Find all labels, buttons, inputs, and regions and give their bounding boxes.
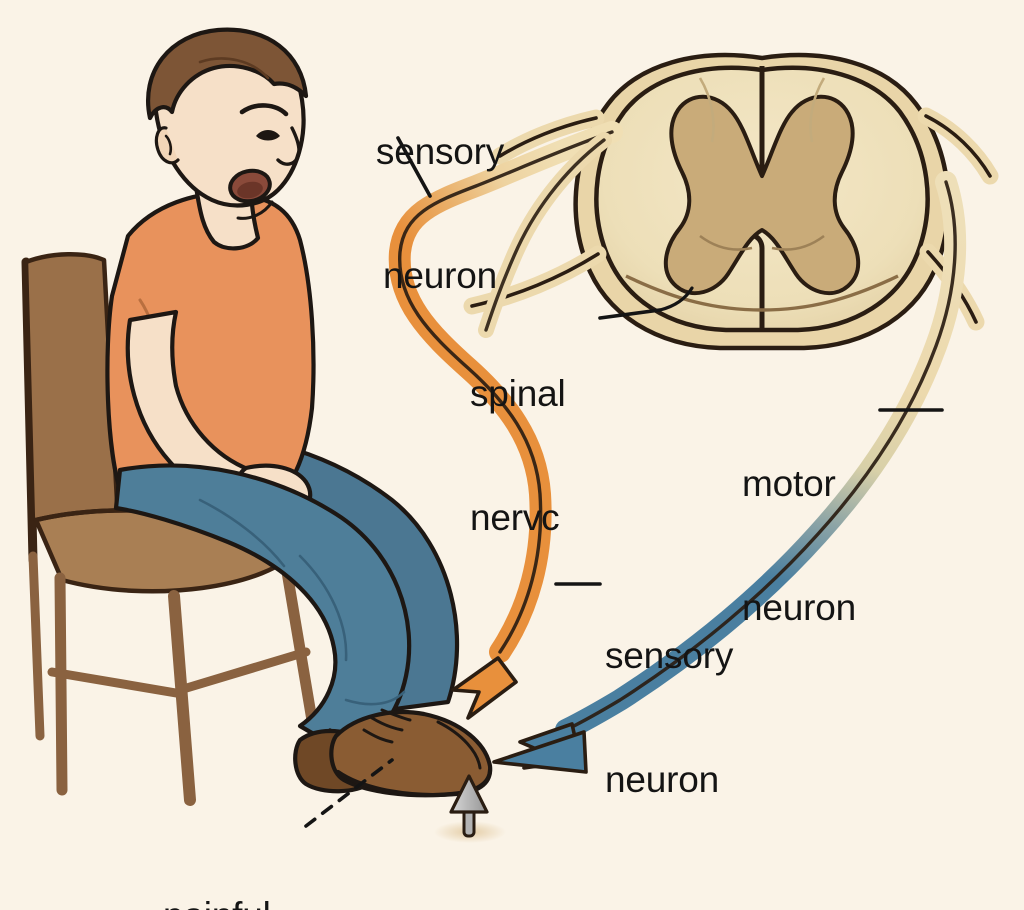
label-motor-neuron: motor neuron bbox=[742, 380, 952, 712]
label-sensory-neuron-lower-line2: neuron bbox=[605, 759, 720, 801]
label-painful-stimulus-line1: painful bbox=[163, 895, 403, 910]
leader-painful-stimulus bbox=[304, 758, 394, 828]
label-sensory-neuron-lower: sensory neuron bbox=[605, 552, 825, 884]
label-painful-stimulus: painful stimulus bbox=[163, 812, 403, 910]
sensory-arrowhead bbox=[451, 656, 518, 720]
eye bbox=[256, 130, 280, 141]
hair bbox=[146, 27, 309, 121]
sensory-neuron-pathway bbox=[388, 121, 623, 720]
eyebrow bbox=[239, 103, 289, 117]
label-sensory-neuron-top-line2: neuron bbox=[382, 255, 497, 297]
label-motor-neuron-line2: neuron bbox=[742, 587, 857, 629]
nose bbox=[276, 126, 301, 166]
spinal-nerve-branch bbox=[478, 132, 612, 338]
label-sensory-neuron-lower-line1: sensory bbox=[605, 634, 734, 676]
leader-spinal-nerve bbox=[598, 308, 662, 320]
ventral-band bbox=[625, 274, 899, 312]
chair bbox=[21, 252, 324, 806]
tack-head bbox=[449, 774, 489, 814]
spinal-cord-cross-section bbox=[573, 52, 951, 351]
label-sensory-neuron-top: sensory neuron bbox=[330, 48, 550, 380]
label-sensory-neuron-top-line1: sensory bbox=[375, 130, 505, 172]
label-spinal-nerve-line1: spinal bbox=[470, 372, 566, 414]
label-spinal-nerve: spinal nervc bbox=[470, 290, 670, 622]
label-motor-neuron-line1: motor bbox=[742, 462, 836, 504]
ear bbox=[154, 126, 180, 165]
tack bbox=[434, 774, 506, 843]
leader-lines bbox=[304, 136, 944, 828]
motor-neuron-pathway bbox=[492, 171, 967, 774]
chair-backrest bbox=[23, 252, 121, 530]
leader-sensory-top bbox=[396, 136, 432, 198]
label-spinal-nerve-line2: nervc bbox=[470, 497, 560, 539]
label-tack: tack bbox=[466, 855, 616, 910]
